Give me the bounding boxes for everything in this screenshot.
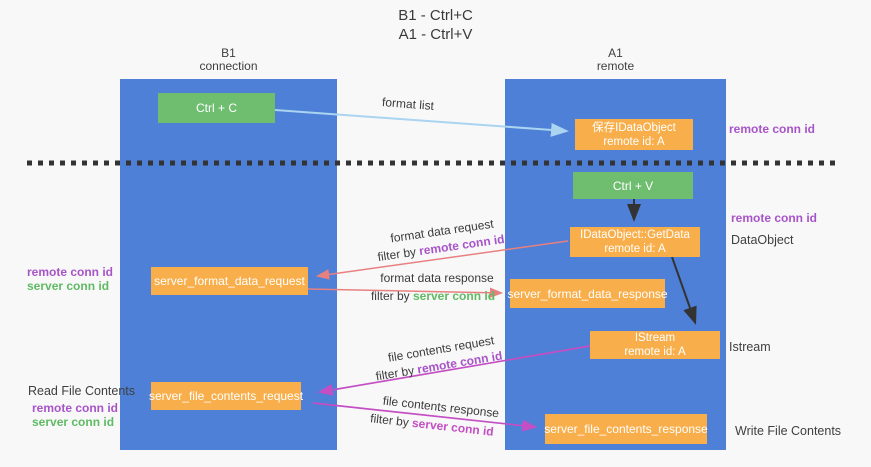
save-idataobject-node: 保存IDataObject remote id: A — [575, 119, 693, 150]
format-data-response-arrow-label: format data response — [380, 271, 494, 285]
filter-by-text: filter by — [374, 362, 419, 384]
getdata-line1: IDataObject::GetData — [580, 229, 690, 241]
diagram-title: B1 - Ctrl+C A1 - Ctrl+V — [0, 6, 871, 44]
column-a1-name: A1 — [608, 46, 623, 60]
title-line-2: A1 - Ctrl+V — [398, 26, 473, 43]
column-a1-subtitle: remote — [596, 59, 635, 73]
server-file-contents-response-node: server_file_contents_response — [544, 414, 708, 444]
save-idataobject-line2: remote id: A — [603, 135, 665, 148]
format-data-response-filter-label: filter by server conn id — [371, 289, 495, 303]
title-line-1: B1 - Ctrl+C — [398, 7, 473, 24]
filter-by-text: filter by — [369, 411, 413, 430]
ctrl-c-node: Ctrl + C — [158, 93, 275, 123]
getdata-line2: remote id: A — [604, 243, 666, 255]
istream-line1: IStream — [634, 332, 676, 344]
server-format-data-response-label: server_format_data_response — [507, 286, 668, 301]
server-file-contents-request-node: server_file_contents_request — [148, 382, 304, 410]
remote-conn-id-annotation-mid-right: remote conn id — [731, 211, 818, 225]
column-b1-subtitle: connection — [199, 59, 258, 73]
server-conn-id-annotation-mid-left: server conn id — [27, 279, 110, 293]
istream-line2: remote id: A — [624, 346, 686, 358]
server-file-contents-request-label: server_file_contents_request — [148, 389, 304, 403]
ctrl-v-node: Ctrl + V — [573, 172, 693, 199]
filter-by-text: filter by — [376, 244, 421, 265]
ctrl-v-label: Ctrl + V — [612, 178, 654, 193]
dataobject-annotation: DataObject — [731, 233, 794, 247]
istream-node: IStream remote id: A — [590, 331, 720, 359]
idataobject-getdata-node: IDataObject::GetData remote id: A — [570, 227, 700, 257]
read-file-contents-annotation: Read File Contents — [28, 384, 136, 398]
ctrl-c-label: Ctrl + C — [195, 101, 237, 115]
filter-by-text: filter by — [370, 289, 413, 303]
remote-conn-id-annotation-top-right: remote conn id — [729, 122, 816, 136]
column-b1-name: B1 — [221, 46, 236, 60]
server-file-contents-response-label: server_file_contents_response — [544, 422, 708, 436]
column-header-b1: B1 connection — [120, 47, 337, 73]
istream-annotation: Istream — [729, 340, 771, 354]
server-conn-id-annotation-bottom-left: server conn id — [32, 415, 115, 429]
server-conn-id-highlight: server conn id — [412, 289, 496, 303]
write-file-contents-annotation: Write File Contents — [735, 424, 842, 438]
remote-conn-id-annotation-bottom-left: remote conn id — [32, 401, 119, 415]
format-list-arrow-label: format list — [381, 95, 435, 113]
save-idataobject-line1: 保存IDataObject — [592, 121, 676, 134]
remote-conn-id-annotation-mid-left: remote conn id — [27, 265, 114, 279]
server-format-data-response-node: server_format_data_response — [507, 279, 668, 308]
server-conn-id-highlight: server conn id — [411, 415, 495, 439]
column-header-a1: A1 remote — [505, 47, 726, 73]
server-format-data-request-node: server_format_data_request — [151, 267, 308, 295]
server-format-data-request-label: server_format_data_request — [154, 274, 305, 288]
